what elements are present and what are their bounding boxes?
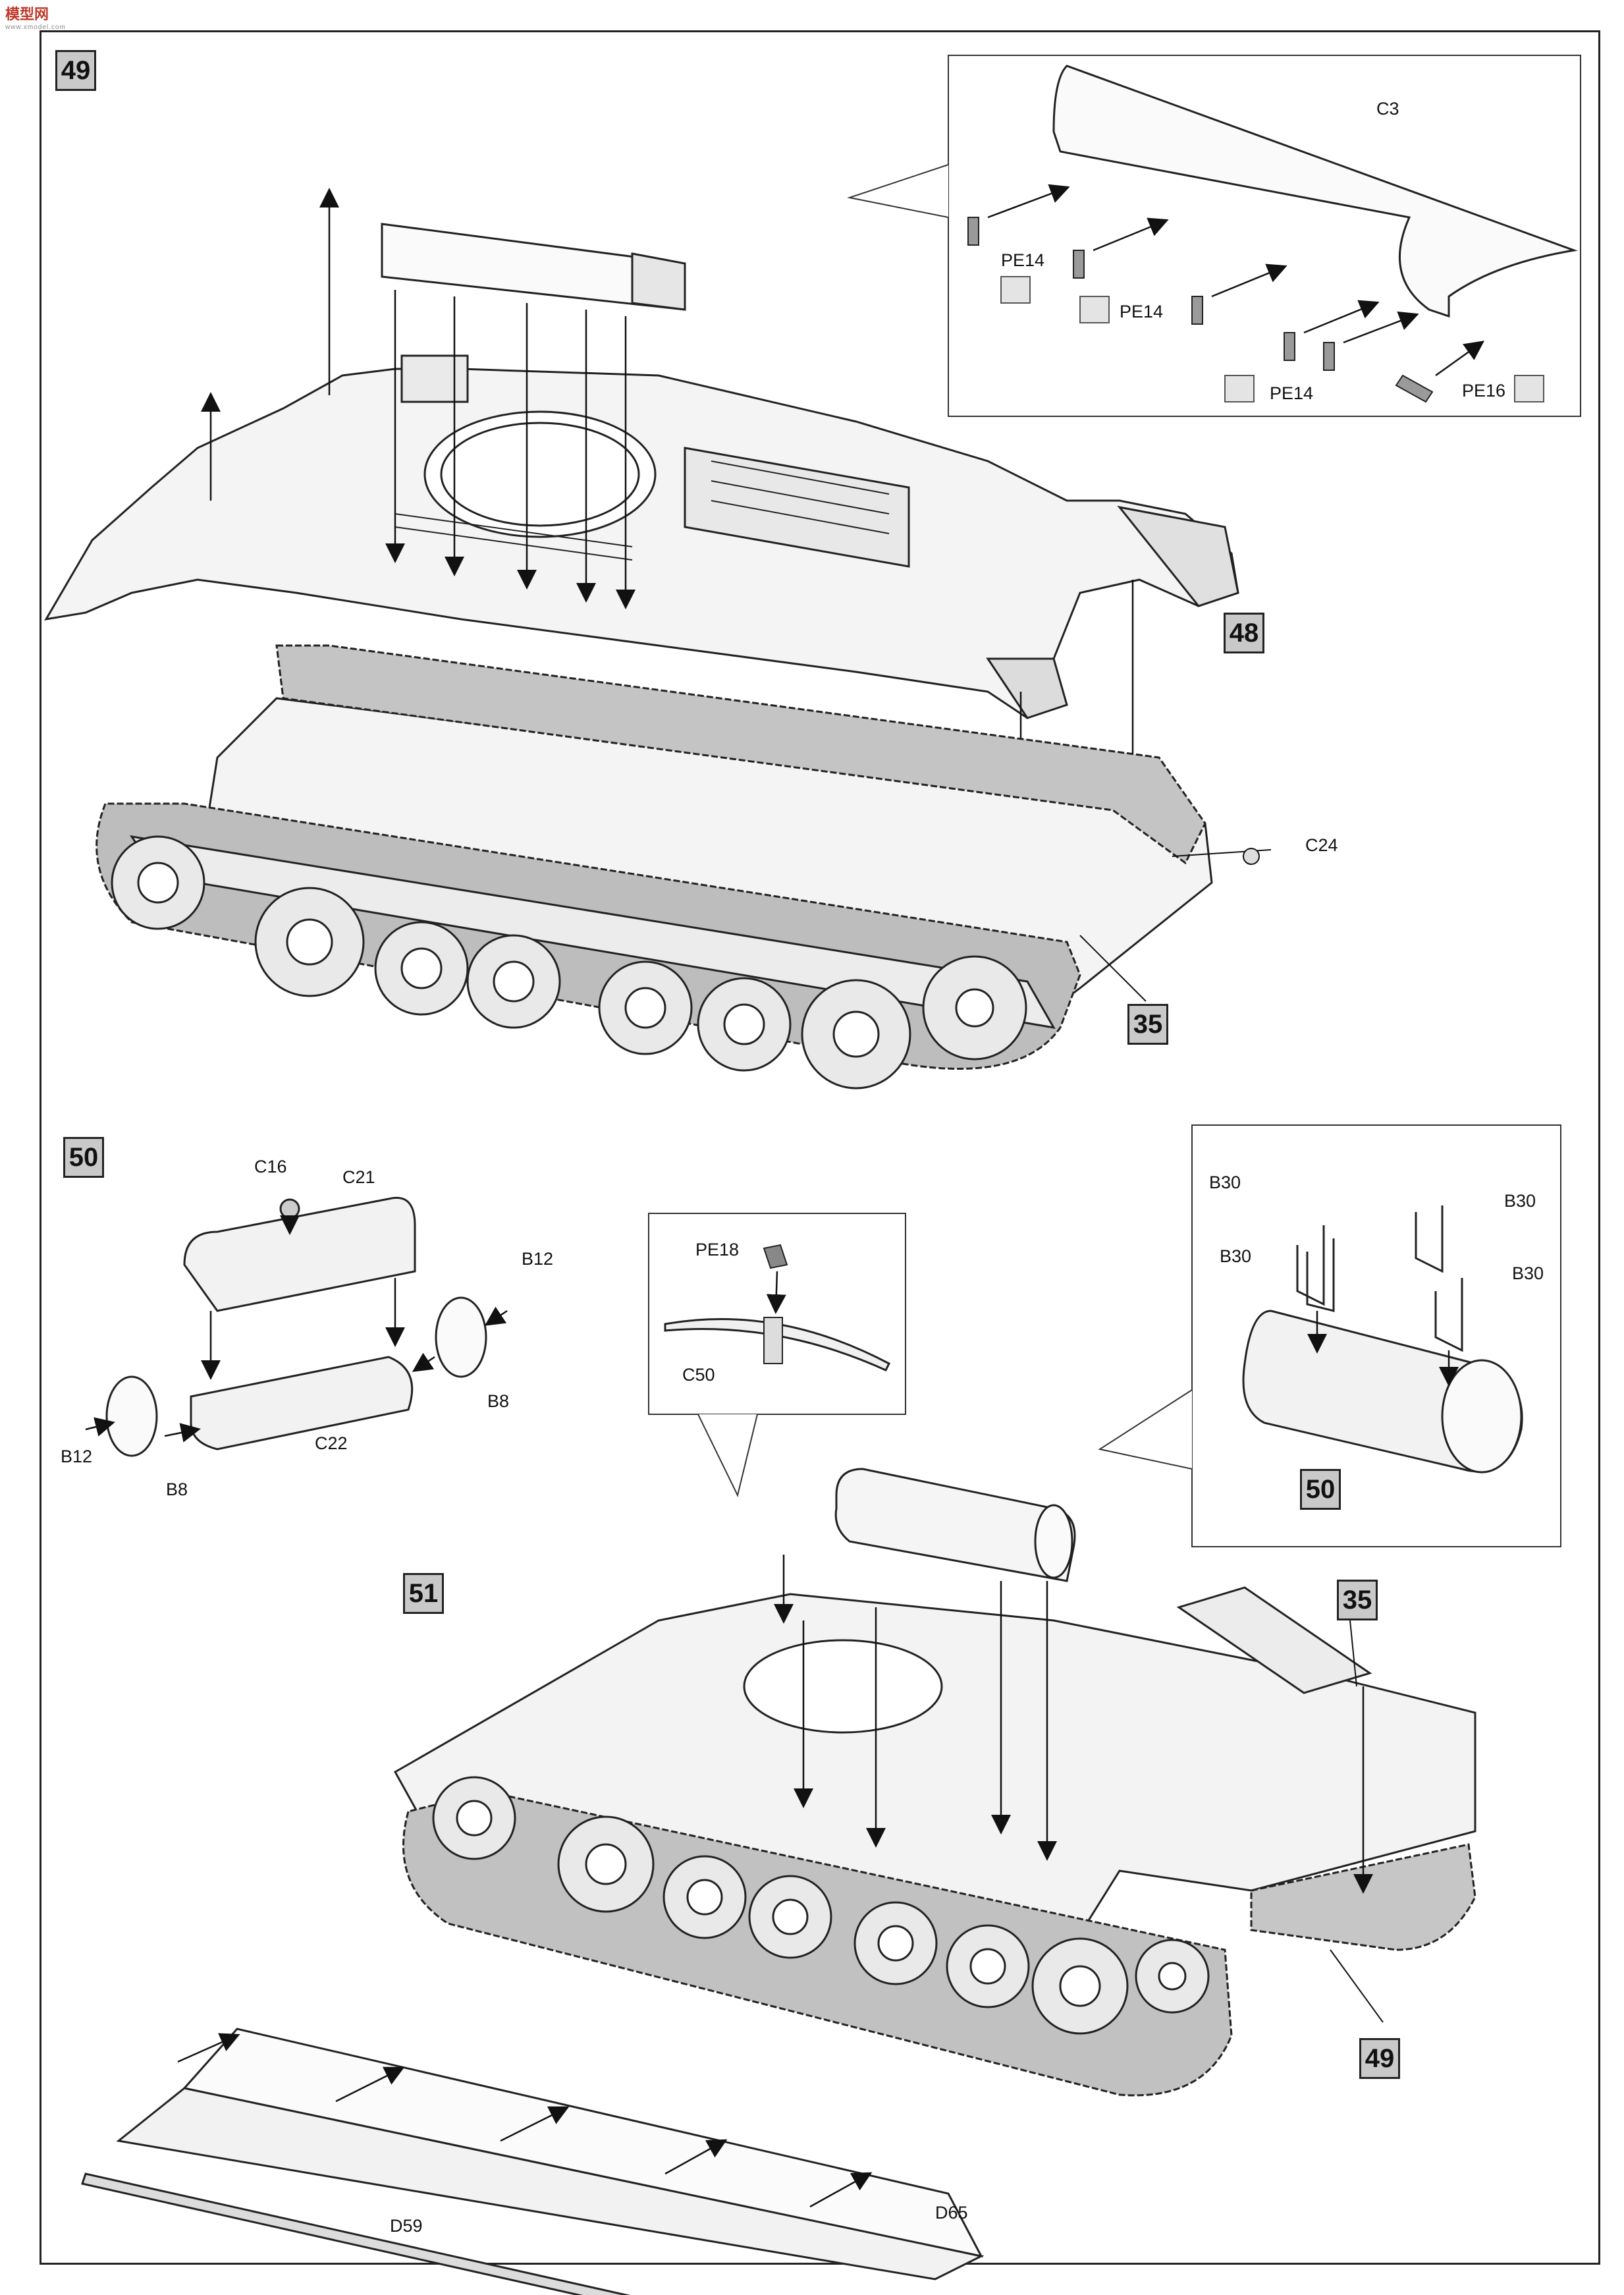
part-c50-label: C50 <box>682 1365 715 1385</box>
fender-detail-inset <box>847 55 1581 417</box>
watermark-logo: 模型网 www.xmodel.com <box>5 6 66 31</box>
step-49-badge: 49 <box>55 50 96 91</box>
part-pe18-label: PE18 <box>695 1240 740 1259</box>
fuel-drum-drawing <box>105 1197 487 1457</box>
part-d59-label: D59 <box>390 2216 423 2236</box>
part-pe14-label: PE14 <box>1120 302 1164 321</box>
part-c16-label: C16 <box>254 1157 287 1176</box>
drum-brackets-inset <box>1098 1124 1561 1547</box>
step-49-ref: 49 <box>1359 2038 1400 2079</box>
step-48-ref: 48 <box>1224 613 1264 653</box>
part-c3-label: C3 <box>1376 99 1399 119</box>
part-b12-label: B12 <box>522 1249 554 1269</box>
part-b8-label: B8 <box>487 1391 510 1411</box>
step-50-ref: 50 <box>1300 1469 1341 1510</box>
part-pe14-label: PE14 <box>1270 383 1314 403</box>
part-d65-label: D65 <box>935 2203 968 2223</box>
part-b30-label: B30 <box>1504 1191 1536 1211</box>
part-b12-label: B12 <box>61 1447 93 1466</box>
part-b30-label: B30 <box>1220 1246 1252 1266</box>
step-50-badge: 50 <box>63 1137 104 1178</box>
part-c22-label: C22 <box>315 1433 348 1453</box>
road-wheels <box>111 835 1027 1090</box>
step-51-badge: 51 <box>403 1573 444 1614</box>
part-pe14-label: PE14 <box>1001 250 1045 270</box>
part-b30-label: B30 <box>1209 1173 1241 1192</box>
part-b30-label: B30 <box>1512 1263 1544 1283</box>
assembled-tank-drawing <box>393 1468 1476 2097</box>
part-c21-label: C21 <box>342 1167 375 1187</box>
part-b8-label: B8 <box>166 1479 188 1499</box>
page-frame <box>40 30 1600 2265</box>
side-skirt-drawing <box>81 2028 985 2295</box>
part-c24-label: C24 <box>1305 835 1338 855</box>
part-pe16-label: PE16 <box>1462 381 1506 401</box>
step-35-ref-b: 35 <box>1337 1580 1378 1620</box>
pickaxe-inset <box>648 1213 906 1497</box>
upper-hull-drawing <box>44 223 1239 719</box>
step-35-ref: 35 <box>1127 1004 1168 1045</box>
